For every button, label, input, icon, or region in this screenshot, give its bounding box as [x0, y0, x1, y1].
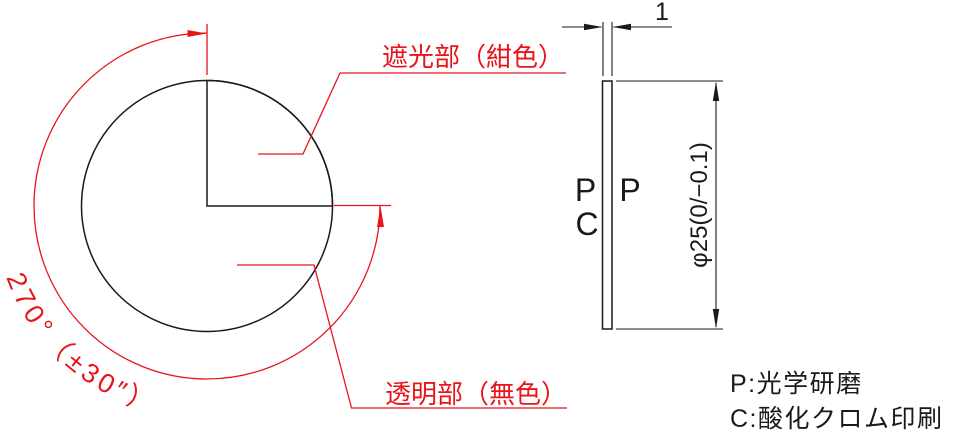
disc-side-profile — [601, 80, 613, 330]
legend-p-note: P:光学研磨 — [730, 370, 863, 398]
shading-leader-line — [258, 72, 566, 155]
angle-dimension-arc — [33, 32, 381, 380]
arrowhead-diameter-bottom — [712, 309, 720, 329]
angle-dimension-label: 270°（±30″） — [0, 268, 162, 419]
arrowhead-arc-right — [377, 206, 384, 227]
diameter-dimension-label: φ25(0/−0.1) — [686, 142, 713, 268]
surface-mark-p-left: P — [575, 172, 596, 208]
arrowhead-diameter-top — [712, 81, 720, 101]
shaded-quadrant — [206, 79, 334, 207]
front-view: 270°（±30″） 遮光部（紺色） 透明部（無色） — [0, 24, 567, 419]
legend-notes: P:光学研磨 C:酸化クロム印刷 — [730, 370, 944, 433]
arrowhead-thickness-right — [612, 23, 631, 31]
transparent-leader-line — [237, 264, 567, 409]
legend-c-note: C:酸化クロム印刷 — [730, 405, 944, 433]
thickness-dimension-label: 1 — [655, 0, 669, 26]
arrowhead-thickness-left — [584, 23, 603, 31]
shading-label: 遮光部（紺色） — [382, 42, 564, 72]
arrowhead-arc-top — [187, 30, 207, 37]
surface-mark-c-left: C — [575, 206, 598, 242]
side-view: 1 φ25(0/−0.1) P C P — [562, 0, 723, 330]
surface-mark-p-right: P — [619, 172, 640, 208]
transparent-label: 透明部（無色） — [385, 379, 567, 409]
